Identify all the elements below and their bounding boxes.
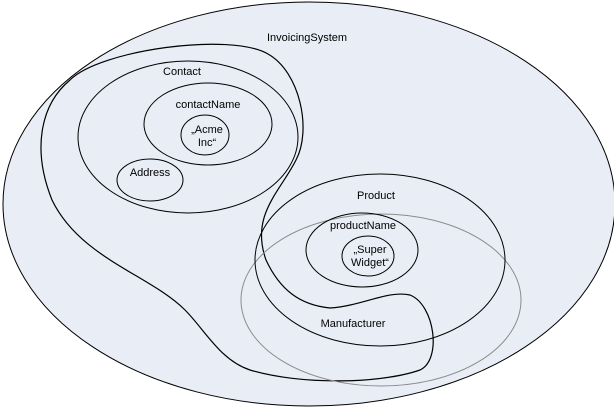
address-label: Address — [130, 167, 171, 179]
acme-inc-label-line2: Inc“ — [198, 137, 217, 149]
acme-inc-label-line1: „Acme — [191, 124, 223, 136]
product-ellipse — [254, 173, 506, 347]
acme-inc-ellipse — [180, 114, 230, 156]
super-widget-label-line2: Widget“ — [351, 257, 389, 269]
contact-name-label: contactName — [176, 99, 241, 111]
manufacturer-circle — [240, 213, 522, 387]
contact-ellipse — [77, 60, 299, 214]
manufacturer-label: Manufacturer — [321, 318, 386, 330]
invoicing-system-ellipse — [2, 1, 614, 407]
contact-name-ellipse — [143, 82, 273, 166]
freeform-blob-shape — [40, 43, 434, 382]
product-name-ellipse — [305, 212, 419, 288]
contact-label: Contact — [163, 66, 201, 78]
product-label: Product — [357, 190, 395, 202]
address-ellipse — [116, 158, 184, 202]
invoicing-system-label: InvoicingSystem — [267, 32, 347, 44]
super-widget-label-line1: „Super — [353, 244, 386, 256]
product-name-label: productName — [330, 220, 396, 232]
super-widget-ellipse — [341, 235, 395, 277]
